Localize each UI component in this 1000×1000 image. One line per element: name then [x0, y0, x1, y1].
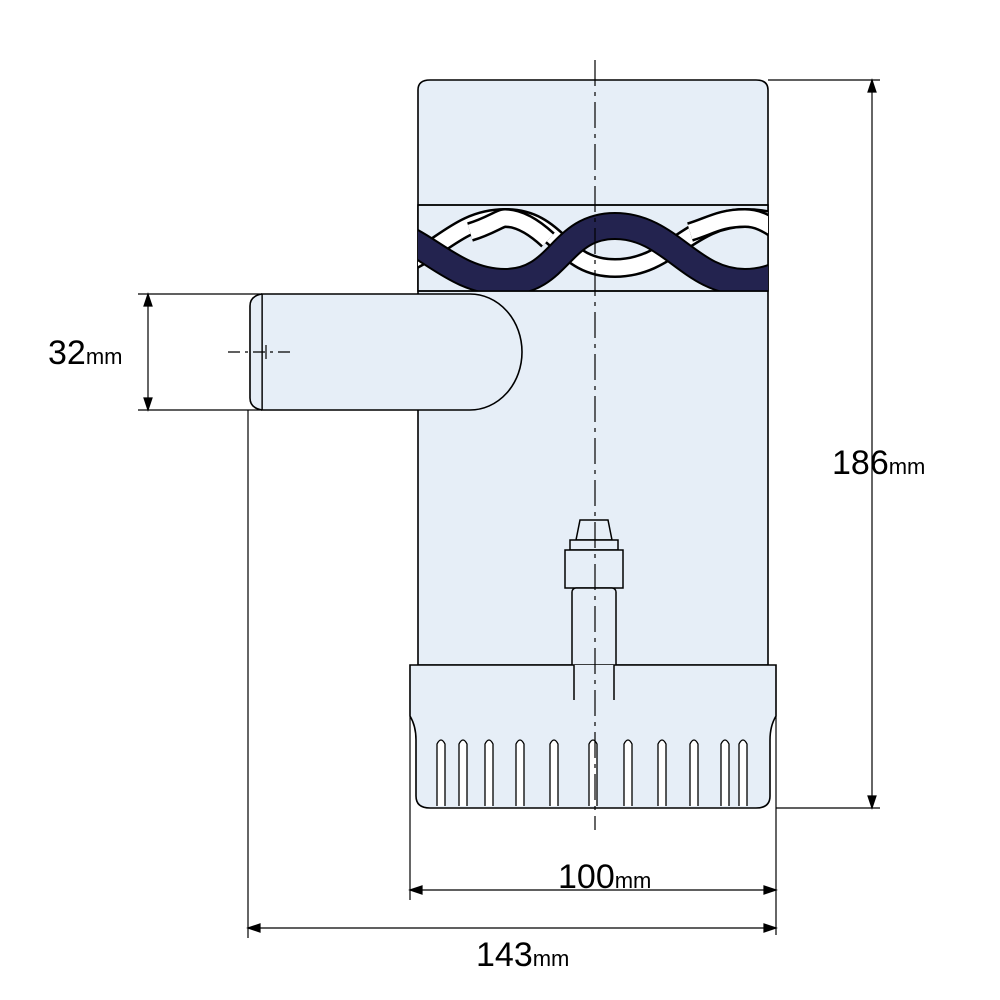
strainer-slot: [458, 739, 468, 806]
outlet-spout: [228, 293, 523, 411]
strainer-slot: [436, 739, 446, 806]
outlet-diameter-unit: mm: [85, 344, 123, 369]
base-width-label: 100mm: [558, 860, 651, 894]
dimension-height: [768, 78, 880, 810]
strainer-base: [409, 664, 777, 809]
outlet-diameter-label: 32mm: [48, 336, 122, 370]
dimension-outlet-diameter: [138, 292, 262, 412]
base-width-unit: mm: [614, 868, 652, 893]
strainer-slot: [623, 739, 633, 806]
overall-width-unit: mm: [532, 946, 570, 971]
height-value: 186: [832, 444, 889, 482]
strainer-slots: [436, 739, 748, 806]
strainer-slot: [515, 739, 525, 806]
overall-width-label: 143mm: [476, 938, 569, 972]
dimension-overall-width: [246, 410, 778, 938]
strainer-slot: [738, 739, 748, 806]
base-width-value: 100: [558, 858, 615, 896]
strainer-slot: [657, 739, 667, 806]
strainer-slot: [549, 739, 559, 806]
dimension-base-width: [408, 716, 778, 935]
outlet-diameter-value: 32: [48, 334, 86, 372]
overall-width-value: 143: [476, 936, 533, 974]
strainer-slot: [588, 739, 598, 806]
twisted-band: [417, 204, 769, 292]
height-unit: mm: [888, 454, 926, 479]
strainer-slot: [720, 739, 730, 806]
strainer-slot: [484, 739, 494, 806]
height-label: 186mm: [832, 446, 925, 480]
strainer-slot: [689, 739, 699, 806]
